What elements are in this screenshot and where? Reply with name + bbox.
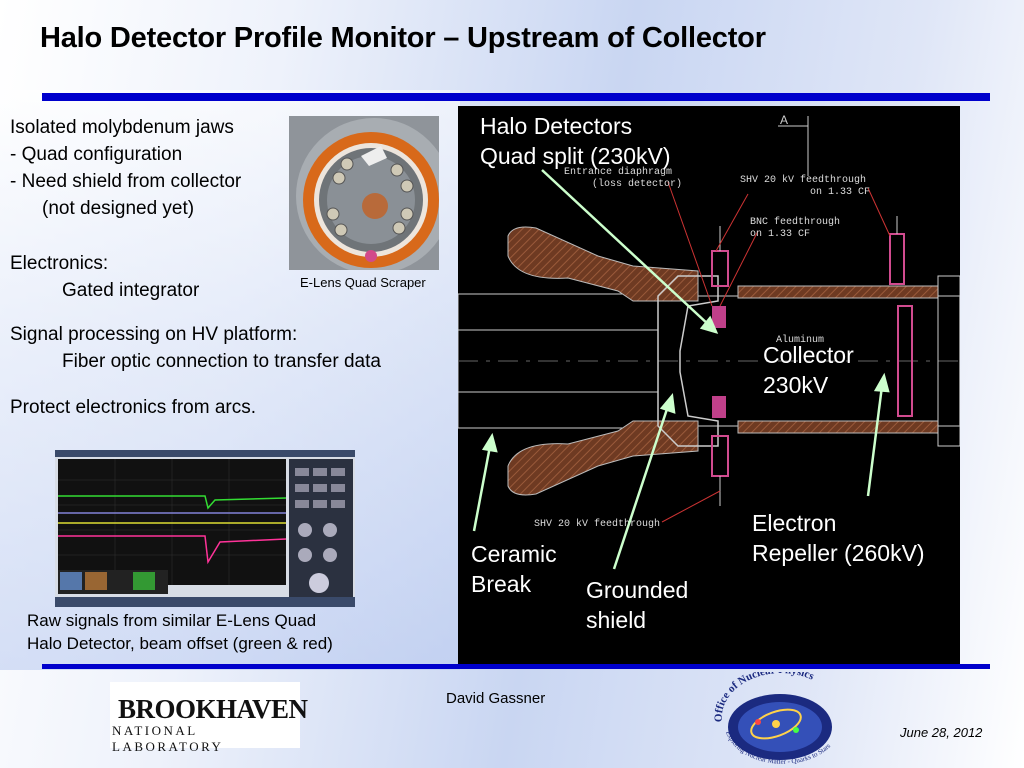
label-electron: Electron xyxy=(752,510,837,536)
note-shv-1: SHV 20 kV feedthrough xyxy=(740,174,866,186)
note-shv-2: on 1.33 CF xyxy=(810,187,870,198)
bullet-not-designed: (not designed yet) xyxy=(42,198,195,219)
scope-caption-line2: Halo Detector, beam offset (green & red) xyxy=(27,634,333,653)
note-bnc-2: on 1.33 CF xyxy=(750,229,810,240)
label-repeller: Repeller (260kV) xyxy=(752,540,925,566)
section-marker-a: A xyxy=(780,113,788,127)
footer-date: June 28, 2012 xyxy=(900,725,983,740)
quad-scraper-photo xyxy=(289,116,439,270)
bullet-fiber: Fiber optic connection to transfer data xyxy=(62,351,381,372)
bnl-logo: BROOKHAVEN NATIONAL LABORATORY xyxy=(110,682,308,754)
note-bnc-1: BNC feedthrough xyxy=(750,216,840,228)
bullet-shield: - Need shield from collector xyxy=(10,171,242,192)
oscilloscope-screenshot xyxy=(55,450,355,607)
note-entrance-2: (loss detector) xyxy=(592,178,682,190)
scope-caption-line1: Raw signals from similar E-Lens Quad xyxy=(27,611,317,630)
note-shv-bottom: SHV 20 kV feedthrough xyxy=(534,518,660,530)
bullet-protect: Protect electronics from arcs. xyxy=(10,397,257,418)
detector-drawing: A Entrance diaphragm (loss detector) SHV… xyxy=(458,106,960,664)
label-quad-split: Quad split (230kV) xyxy=(480,143,671,169)
label-ceramic: Ceramic xyxy=(471,541,557,567)
photo-caption: E-Lens Quad Scraper xyxy=(300,275,426,290)
label-collector: Collector xyxy=(763,342,854,368)
label-shield: shield xyxy=(586,607,647,633)
bullet-jaws: Isolated molybdenum jaws xyxy=(10,117,234,138)
heading-electronics: Electronics: xyxy=(10,253,109,274)
heading-signal: Signal processing on HV platform: xyxy=(10,324,298,345)
bullet-gated: Gated integrator xyxy=(62,280,200,301)
label-collector-voltage: 230kV xyxy=(763,372,829,398)
label-grounded: Grounded xyxy=(586,577,689,603)
page-title: Halo Detector Profile Monitor – Upstream… xyxy=(40,22,766,54)
footer-author: David Gassner xyxy=(446,690,546,707)
onp-logo: Office of Nuclear Physics Exploring Nucl… xyxy=(713,672,833,764)
footer-rule xyxy=(42,664,990,669)
note-entrance-1: Entrance diaphragm xyxy=(564,166,672,178)
bullet-quad: - Quad configuration xyxy=(10,144,183,165)
label-halo-detectors: Halo Detectors xyxy=(480,113,633,139)
note-aluminum: Aluminum xyxy=(776,334,824,346)
label-break: Break xyxy=(471,571,532,597)
title-rule xyxy=(42,93,990,101)
